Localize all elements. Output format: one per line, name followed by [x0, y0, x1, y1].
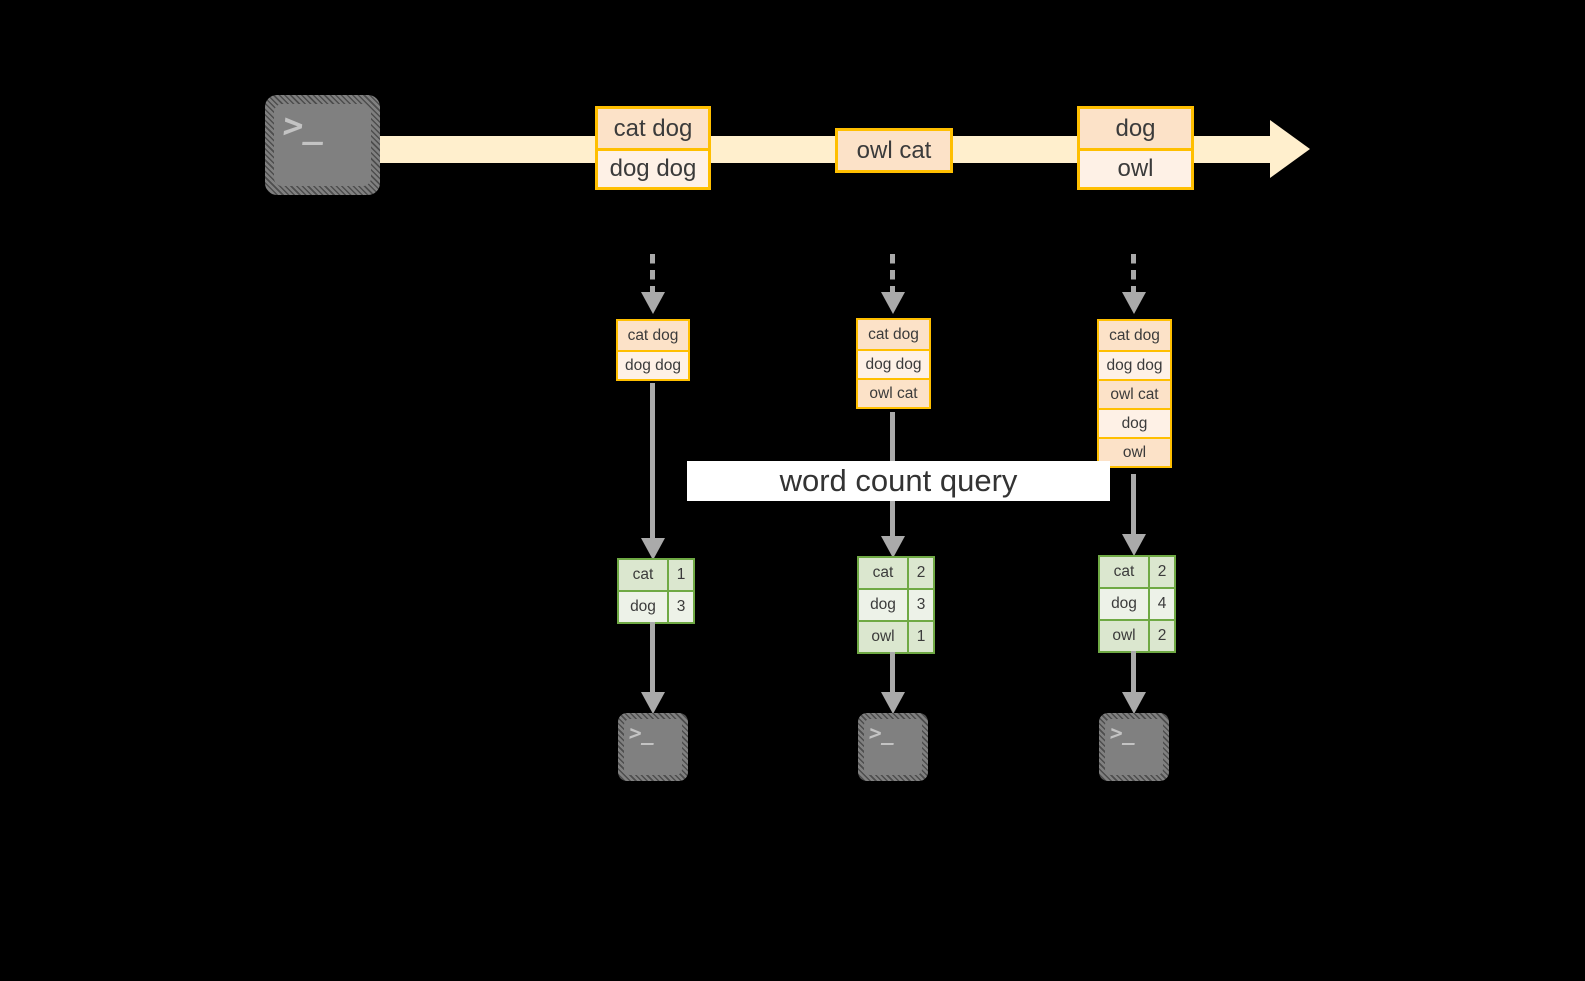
terminal-prompt-glyph: >_ [281, 106, 328, 146]
result-word: dog [619, 592, 667, 622]
buffer-line: owl cat [858, 378, 929, 407]
terminal-prompt-glyph: >_ [867, 721, 896, 746]
buffer-line: owl cat [1099, 379, 1170, 408]
stream-to-buffer-connector [650, 254, 655, 296]
stream-message-line: dog [1080, 109, 1191, 148]
result-count: 3 [907, 590, 933, 620]
buffer-line: dog [1099, 408, 1170, 437]
stream-message[interactable]: dog owl [1077, 106, 1194, 190]
producer-terminal-icon[interactable]: >_ [265, 95, 380, 195]
stream-message[interactable]: owl cat [835, 128, 953, 173]
result-count: 3 [667, 592, 693, 622]
table-row: dog 4 [1100, 587, 1174, 619]
result-count: 1 [667, 560, 693, 590]
buffer-to-result-arrowhead [881, 536, 905, 558]
stream-message[interactable]: cat dog dog dog [595, 106, 711, 190]
table-row: dog 3 [859, 588, 933, 620]
table-row: cat 1 [619, 560, 693, 590]
stream-to-buffer-arrowhead [881, 292, 905, 314]
result-to-consumer-connector [890, 652, 895, 697]
stream-arrow-head [1270, 120, 1310, 178]
snapshot-buffer[interactable]: cat dog dog dog [616, 319, 690, 381]
result-word: owl [1100, 621, 1148, 651]
query-label: word count query [687, 461, 1110, 501]
result-to-consumer-connector [650, 622, 655, 697]
table-row: owl 2 [1100, 619, 1174, 651]
table-row: cat 2 [859, 558, 933, 588]
buffer-line: cat dog [858, 320, 929, 349]
result-to-consumer-arrowhead [881, 692, 905, 714]
stream-message-line: cat dog [598, 109, 708, 148]
result-word: cat [1100, 557, 1148, 587]
word-count-result-table[interactable]: cat 2 dog 4 owl 2 [1098, 555, 1176, 653]
result-word: cat [859, 558, 907, 588]
result-count: 2 [1148, 557, 1174, 587]
stream-to-buffer-arrowhead [1122, 292, 1146, 314]
buffer-line: cat dog [1099, 321, 1170, 350]
stream-to-buffer-arrowhead [641, 292, 665, 314]
terminal-screen [1105, 719, 1163, 775]
buffer-to-result-arrowhead [641, 538, 665, 560]
result-count: 2 [1148, 621, 1174, 651]
terminal-screen [274, 104, 371, 186]
result-word: dog [859, 590, 907, 620]
result-to-consumer-connector [1131, 651, 1136, 697]
result-word: cat [619, 560, 667, 590]
result-count: 2 [907, 558, 933, 588]
snapshot-buffer[interactable]: cat dog dog dog owl cat [856, 318, 931, 409]
result-to-consumer-arrowhead [1122, 692, 1146, 714]
buffer-line: dog dog [1099, 350, 1170, 379]
snapshot-buffer[interactable]: cat dog dog dog owl cat dog owl [1097, 319, 1172, 468]
stream-message-line: owl [1080, 148, 1191, 187]
consumer-terminal-icon[interactable]: >_ [618, 713, 688, 781]
consumer-terminal-icon[interactable]: >_ [858, 713, 928, 781]
result-count: 4 [1148, 589, 1174, 619]
buffer-to-result-connector [1131, 474, 1136, 537]
stream-to-buffer-connector [890, 254, 895, 296]
stream-to-buffer-connector [1131, 254, 1136, 296]
stream-message-line: owl cat [838, 131, 950, 170]
buffer-to-result-connector [650, 383, 655, 541]
buffer-line: owl [1099, 437, 1170, 466]
buffer-line: dog dog [858, 349, 929, 378]
stream-message-line: dog dog [598, 148, 708, 187]
terminal-prompt-glyph: >_ [627, 721, 656, 746]
table-row: dog 3 [619, 590, 693, 622]
buffer-line: dog dog [618, 350, 688, 379]
result-word: dog [1100, 589, 1148, 619]
result-count: 1 [907, 622, 933, 652]
word-count-result-table[interactable]: cat 1 dog 3 [617, 558, 695, 624]
terminal-screen [624, 719, 682, 775]
terminal-screen [864, 719, 922, 775]
word-count-result-table[interactable]: cat 2 dog 3 owl 1 [857, 556, 935, 654]
buffer-line: cat dog [618, 321, 688, 350]
result-to-consumer-arrowhead [641, 692, 665, 714]
terminal-prompt-glyph: >_ [1108, 721, 1137, 746]
consumer-terminal-icon[interactable]: >_ [1099, 713, 1169, 781]
table-row: cat 2 [1100, 557, 1174, 587]
result-word: owl [859, 622, 907, 652]
table-row: owl 1 [859, 620, 933, 652]
buffer-to-result-arrowhead [1122, 534, 1146, 556]
